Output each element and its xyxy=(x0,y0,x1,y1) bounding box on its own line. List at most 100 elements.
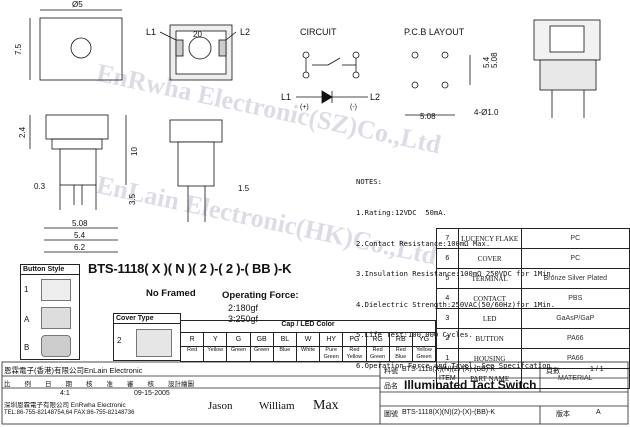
material-cell: PC xyxy=(520,228,630,249)
part-number: BTS-1118( X )( N )( 2 )-( 2 )-( BB )-K xyxy=(88,261,292,276)
side-view-cap xyxy=(45,114,109,140)
button-style-row: A xyxy=(24,315,30,324)
side-dim-10: 10 xyxy=(130,147,139,156)
operating-force-title: Operating Force: xyxy=(222,290,299,301)
cap-led-name: Yellow Green xyxy=(416,347,432,360)
material-cell: PA66 xyxy=(520,348,630,369)
cap-led-code: GB xyxy=(251,333,274,346)
material-cell: 4 xyxy=(436,288,459,309)
side-dim-54: 5.4 xyxy=(74,231,86,240)
material-cell: 6 xyxy=(436,248,459,269)
cap-led-code: PG xyxy=(343,333,367,346)
notes-title: NOTES: xyxy=(356,177,382,187)
material-cell: TERMINAL xyxy=(457,268,522,289)
pcb-hole: 4-Ø1.0 xyxy=(474,108,499,117)
tb-row2-label: 比 xyxy=(4,381,11,388)
cover-type-title: Cover Type xyxy=(114,314,180,324)
top-view-button xyxy=(70,37,92,59)
side-dim-62: 6.2 xyxy=(74,243,86,252)
tb-ver-label: 版本 xyxy=(556,411,570,418)
tb-row2-label: 例 xyxy=(24,381,32,388)
operating-force-2: 3:250gf xyxy=(228,314,259,324)
top-view-dim: Ø5 xyxy=(72,0,83,9)
button-style-icon xyxy=(41,279,71,301)
side-dim-508: 5.08 xyxy=(72,219,88,228)
material-cell: Bronze Silver Plated xyxy=(520,268,630,289)
cap-led-code: RB xyxy=(390,333,413,346)
material-cell: MATERIAL xyxy=(520,368,630,389)
side-dim-15: 1.5 xyxy=(238,184,250,193)
top-view-l2: L2 xyxy=(240,27,251,37)
button-style-box: Button Style 1 A B xyxy=(20,264,80,360)
circuit-minus: (-) xyxy=(350,104,357,111)
tb-pn: BTS-1118(X)(N)(2)-(X)-(BB)-K xyxy=(402,366,496,373)
circuit-l2: L2 xyxy=(370,92,381,102)
material-cell: PA66 xyxy=(520,328,630,349)
tb-approver: Max xyxy=(313,398,339,413)
button-style-icon xyxy=(41,335,71,357)
material-cell: 2 xyxy=(436,328,459,349)
circuit-title: CIRCUIT xyxy=(300,27,337,37)
no-framed-label: No Framed xyxy=(146,288,196,299)
button-style-title: Button Style xyxy=(21,265,79,275)
side-dim-24: 2.4 xyxy=(18,126,27,138)
cap-led-name: Blue xyxy=(274,347,297,361)
tb-drawer: Jason xyxy=(208,400,233,412)
top-view-center: 20 xyxy=(193,30,202,39)
tb-company2: 深圳恩霖電子有限公司 EnRwha Electronic xyxy=(4,402,126,409)
tb-row2-label: 核 xyxy=(147,381,155,388)
cap-led-code: RG xyxy=(367,333,390,346)
cover-type-box: Cover Type 2 xyxy=(113,313,181,361)
circuit-l1: L1 xyxy=(281,92,292,102)
cap-led-name: Pure Green xyxy=(320,347,344,361)
button-style-row: 1 xyxy=(24,285,29,294)
cap-led-code: W xyxy=(297,333,321,346)
tb-row2-label: 期 xyxy=(65,381,73,388)
pcb-title: P.C.B LAYOUT xyxy=(404,27,465,37)
cap-led-name: Red Yellow xyxy=(343,347,367,361)
tb-pn-label: 料號 xyxy=(384,368,398,375)
tb-row2-label: 核 xyxy=(86,381,93,388)
tb-dwg-label: 圖號 xyxy=(384,411,398,418)
button-style-icon xyxy=(41,307,71,329)
note-item: 1.Rating:12VDC 50mA. xyxy=(356,208,447,217)
tb-name: Illuminated Tact Switch xyxy=(404,378,537,392)
tb-checker: William xyxy=(259,400,295,412)
top-view-l1: L1 xyxy=(146,27,157,37)
material-cell: 7 xyxy=(436,228,459,249)
tb-date: 09-15-2005 xyxy=(134,390,170,397)
material-cell: COVER xyxy=(457,248,522,269)
side-dim-03: 0.3 xyxy=(34,182,46,191)
tb-ver: A xyxy=(596,409,601,416)
material-cell: CONTACT xyxy=(457,288,522,309)
top-view-body xyxy=(39,17,123,81)
operating-force-1: 2:180gf xyxy=(228,303,259,313)
tb-row2-label: 審 xyxy=(127,381,134,388)
pcb-dim1: 5.08 xyxy=(420,112,436,121)
tb-scale: 4:1 xyxy=(60,390,70,397)
cap-led-name: Green xyxy=(227,347,251,361)
cap-led-name: White xyxy=(297,347,321,361)
tb-tel: TEL:86-755-82148754,64 FAX:86-755-821487… xyxy=(4,410,135,416)
top-view-side-dim: 7.5 xyxy=(14,43,23,55)
cap-led-name: Yellow xyxy=(204,347,228,361)
cap-led-code: Y xyxy=(204,333,228,346)
material-cell: PBS xyxy=(520,288,630,309)
pcb-dim3: 5.08 xyxy=(490,52,499,68)
circuit-plus: (+) xyxy=(300,104,309,111)
right-side-view xyxy=(169,119,223,143)
tb-page: 1 / 1 xyxy=(590,366,604,373)
cap-led-name: Green xyxy=(251,347,274,361)
material-cell: GaAsP/GaP xyxy=(520,308,630,329)
button-style-row: B xyxy=(24,343,30,352)
tb-row2-label: 日 xyxy=(45,381,52,388)
